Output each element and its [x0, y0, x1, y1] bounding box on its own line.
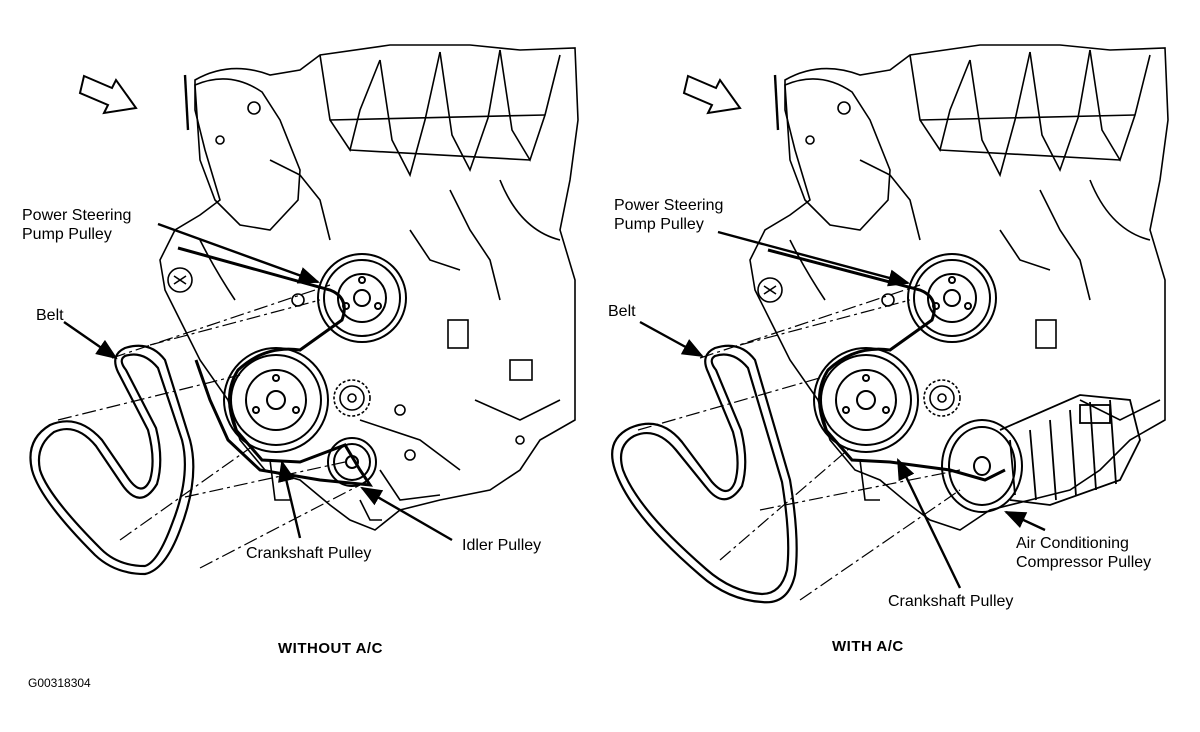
belt-engine-path [177, 246, 374, 487]
caption-without-ac: WITHOUT A/C [278, 640, 383, 657]
label-crankshaft-pulley-left: Crankshaft Pulley [246, 545, 372, 562]
label-belt-left: Belt [36, 307, 64, 324]
leader-power-steering [717, 230, 911, 287]
label-power-steering-pump-pulley-left: Power Steering Pump Pulley [22, 207, 132, 243]
figure-id: G00318304 [28, 676, 91, 690]
idler-pulley [327, 437, 377, 487]
leader-power-steering [157, 222, 321, 284]
leader-belt [639, 320, 704, 358]
leader-belt [63, 321, 118, 360]
label-power-steering-pump-pulley-right: Power Steering Pump Pulley [614, 197, 724, 233]
panel-with-ac [611, 44, 1169, 604]
leader-ac-compressor [1004, 510, 1046, 532]
leader-arrows [63, 222, 453, 542]
label-crankshaft-pulley-right: Crankshaft Pulley [888, 593, 1014, 610]
engine-outline [749, 44, 1169, 531]
belt [611, 344, 798, 604]
belt [29, 344, 195, 576]
crankshaft-pulley [223, 347, 329, 453]
label-ac-compressor-pulley: Air Conditioning Compressor Pulley [1016, 535, 1152, 571]
ac-compressor [999, 394, 1141, 506]
belt-engine-path [767, 248, 1006, 482]
panel-without-ac [29, 44, 579, 576]
leader-arrows [639, 230, 1046, 589]
label-belt-right: Belt [608, 303, 636, 320]
crankshaft-pulley [813, 347, 919, 453]
leader-crankshaft [896, 458, 962, 589]
label-idler-pulley: Idler Pulley [462, 537, 542, 554]
power-steering-pump-pulley [907, 253, 997, 343]
projection-lines [57, 284, 361, 569]
caption-with-ac: WITH A/C [832, 638, 904, 655]
ac-compressor-pulley [941, 419, 1023, 513]
leader-crankshaft [278, 459, 302, 539]
view-direction-arrow-icon [78, 74, 138, 115]
leader-idler [360, 486, 453, 542]
tensioner-sprocket [923, 379, 961, 417]
power-steering-pump-pulley [317, 253, 407, 343]
tensioner-sprocket [333, 379, 371, 417]
view-direction-arrow-icon [682, 74, 742, 115]
engine-outline [159, 44, 579, 531]
